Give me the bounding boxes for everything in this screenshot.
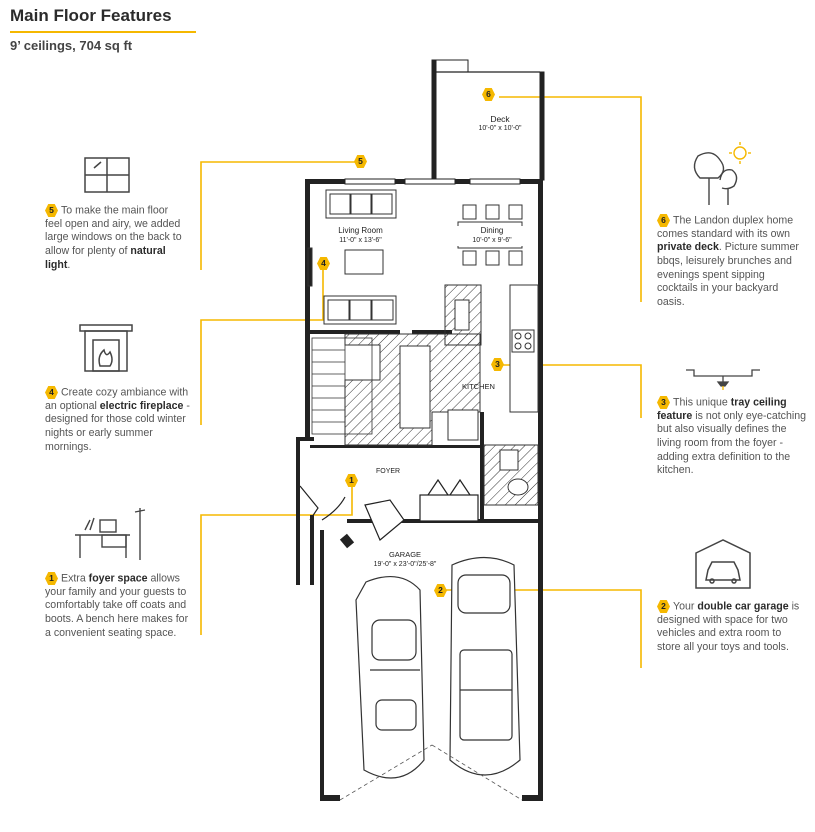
callout-line-5 [200, 161, 361, 270]
kitchen-area [344, 284, 539, 446]
garage-dims: 19'-0" x 23'-0"/25'-8" [373, 561, 437, 568]
callout-line-4 [200, 265, 324, 425]
dining-dims: 10'-0" x 9'-6" [472, 237, 512, 244]
garage-door-swing [339, 744, 523, 801]
marker-4: 4 [317, 257, 330, 270]
marker-5: 5 [354, 155, 367, 168]
kitchen-label: KITCHEN [462, 382, 495, 391]
marker-1: 1 [345, 474, 358, 487]
marker-6: 6 [482, 88, 495, 101]
deck-dims: 10'-0" x 10'-0" [478, 125, 522, 132]
feature-4-badge: 4 [45, 386, 58, 399]
garage-car-icon [695, 539, 751, 589]
callout-line-6 [499, 96, 642, 302]
desk-icon [75, 508, 146, 560]
back-windows [344, 178, 521, 185]
tree-sun-icon [693, 142, 751, 205]
garage-label: GARAGE [388, 550, 422, 559]
feature-6-badge: 6 [657, 214, 670, 227]
marker-2: 2 [434, 584, 447, 597]
callout-line-1 [200, 482, 353, 635]
fireplace-icon [79, 324, 133, 372]
callout-line-3 [498, 364, 642, 418]
dining-label: Dining [480, 226, 504, 235]
feature-2-badge: 2 [657, 600, 670, 613]
page-subtitle: 9’ ceilings, 704 sq ft [10, 38, 133, 53]
feature-5-badge: 5 [45, 204, 58, 217]
marker-3: 3 [491, 358, 504, 371]
living-furniture [307, 189, 397, 325]
living-room-dims: 11'-0" x 13'-6" [339, 237, 382, 244]
page-title: Main Floor Features [10, 6, 172, 25]
feature-1-badge: 1 [45, 572, 58, 585]
powder-room [483, 444, 539, 506]
foyer-label: FOYER [376, 468, 401, 475]
living-room-label: Living Room [338, 226, 383, 235]
foyer-doors [299, 478, 479, 549]
window-icon [84, 157, 130, 193]
title-underline [10, 31, 196, 33]
ceiling-light-icon [686, 369, 760, 390]
garage-cars [355, 556, 521, 779]
feature-3-badge: 3 [657, 396, 670, 409]
stairs [311, 337, 373, 435]
deck-label: Deck [490, 114, 510, 124]
